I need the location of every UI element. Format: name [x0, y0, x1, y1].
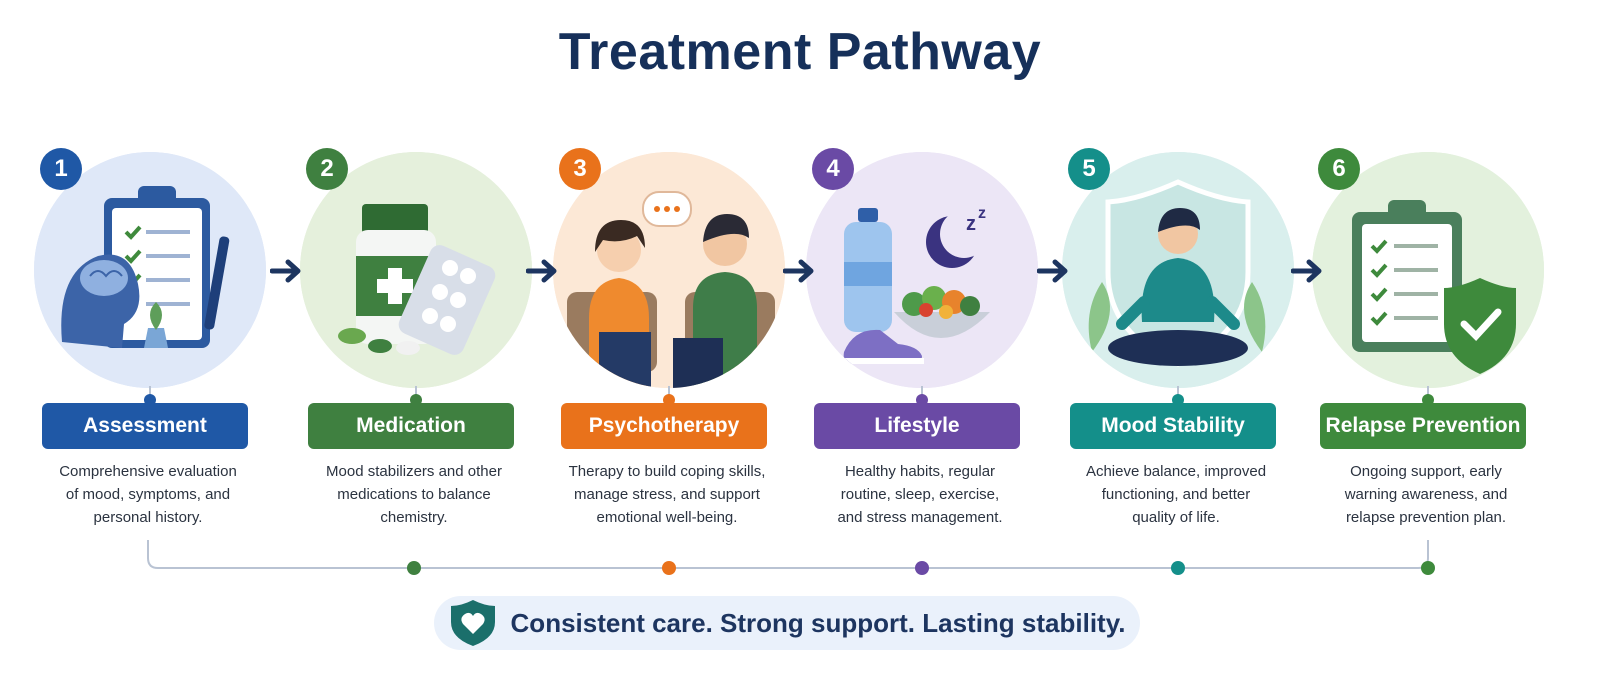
arrow-right-icon — [1037, 259, 1068, 283]
step-label-mood-stability: Mood Stability — [1070, 403, 1276, 449]
psychotherapy-illustration — [553, 152, 785, 388]
step-number-6: 6 — [1318, 148, 1360, 190]
timeline-dot-2 — [407, 561, 421, 575]
arrow-right-icon — [526, 259, 557, 283]
step-number-3: 3 — [559, 148, 601, 190]
timeline-dot-6 — [1421, 561, 1435, 575]
step-label-medication: Medication — [308, 403, 514, 449]
step-description-psychotherapy: Therapy to build coping skills,manage st… — [568, 463, 766, 526]
checklist-shield-icon — [1312, 152, 1544, 388]
step-label-lifestyle: Lifestyle — [814, 403, 1020, 449]
timeline-dot-4 — [915, 561, 929, 575]
pill-bottle-icon — [300, 152, 532, 388]
clipboard-brain-icon — [34, 152, 266, 388]
stem-line — [668, 386, 670, 400]
svg-text:z: z — [966, 213, 976, 235]
mood-stability-illustration — [1062, 152, 1294, 388]
therapy-conversation-icon — [553, 152, 785, 388]
footer-tagline: Consistent care. Strong support. Lasting… — [510, 607, 1126, 638]
step-label-assessment: Assessment — [42, 403, 248, 449]
timeline-dot-5 — [1171, 561, 1185, 575]
page-title: Treatment Pathway — [558, 23, 1042, 81]
step-number-5: 5 — [1068, 148, 1110, 190]
healthy-lifestyle-icon: z z — [806, 152, 1038, 388]
medication-illustration — [300, 152, 532, 388]
step-number-1: 1 — [40, 148, 82, 190]
step-label-relapse-prevention: Relapse Prevention — [1320, 403, 1526, 449]
lifestyle-illustration: z z — [806, 152, 1038, 388]
timeline-line — [147, 540, 1429, 569]
stem-line — [415, 386, 417, 400]
stem-line — [1427, 386, 1429, 400]
step-psychotherapy: 3 Psychotherapy Therapy to build coping … — [553, 148, 785, 548]
step-number-2: 2 — [306, 148, 348, 190]
arrow-right-icon — [270, 259, 301, 283]
assessment-illustration — [34, 152, 266, 388]
relapse-prevention-illustration — [1312, 152, 1544, 388]
stem-line — [1177, 386, 1179, 400]
svg-text:z: z — [978, 205, 986, 222]
stem-line — [921, 386, 923, 400]
progress-timeline — [147, 540, 1435, 575]
arrow-right-icon — [1291, 259, 1322, 283]
step-label-psychotherapy: Psychotherapy — [561, 403, 767, 449]
step-mood-stability: 5 Mood Stability Achieve balance, improv… — [1062, 148, 1294, 548]
timeline-dot-3 — [662, 561, 676, 575]
meditation-shield-icon — [1062, 152, 1294, 388]
step-number-4: 4 — [812, 148, 854, 190]
step-relapse-prevention: 6 Relapse Prevention Ongoing support, ea… — [1312, 148, 1544, 548]
arrow-right-icon — [783, 259, 814, 283]
footer-banner: Consistent care. Strong support. Lasting… — [434, 596, 1140, 650]
heart-shield-icon — [450, 600, 495, 646]
stem-line — [149, 386, 151, 400]
